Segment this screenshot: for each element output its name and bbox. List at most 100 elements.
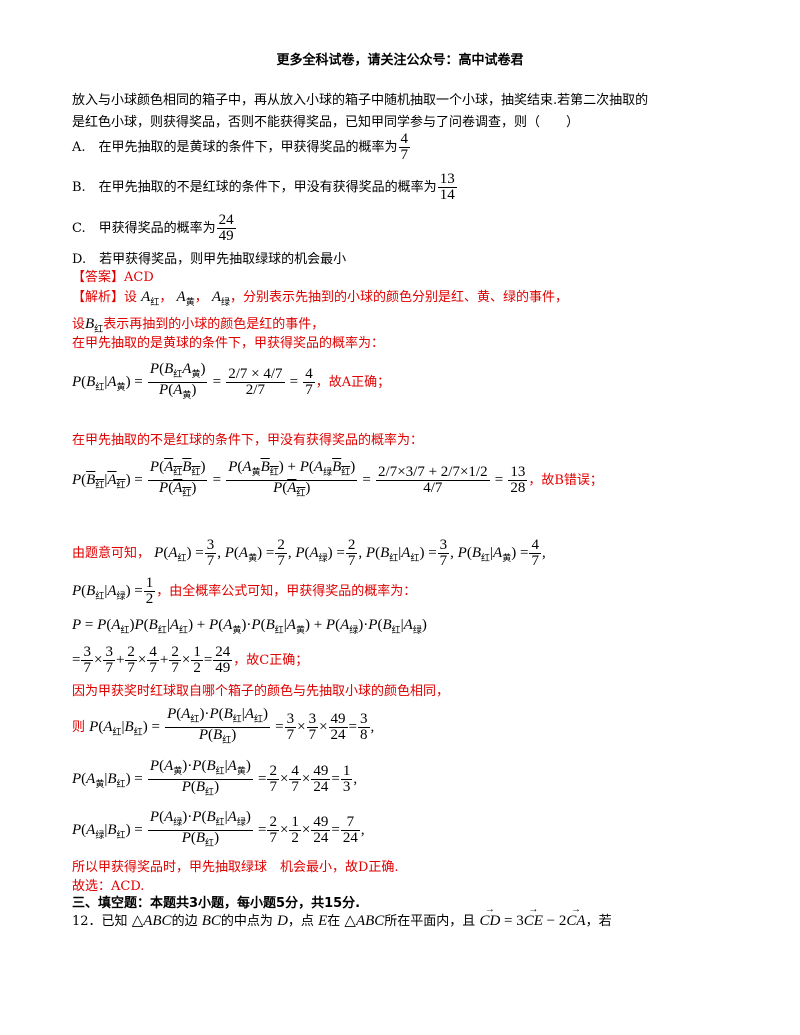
- math: ×: [301, 771, 311, 787]
- math: ×: [297, 719, 306, 735]
- math: A绿: [211, 289, 231, 307]
- fraction: P(A绿)·P(B红|A绿)P(B红): [147, 809, 253, 848]
- math: P(A红|B红) =: [89, 719, 160, 737]
- analysis-line-5: 在甲先抽取的不是红球的条件下，甲没有获得奖品的概率为：: [72, 433, 424, 448]
- math: △ABC: [131, 913, 172, 929]
- math: =: [362, 472, 371, 488]
- text: ，若: [585, 914, 612, 929]
- math: ,: [360, 822, 365, 838]
- text: ，分别表示先抽到的小球的颜色分别是红、黄、绿的事件，: [230, 290, 569, 305]
- math: P(A黄|B红) =: [72, 771, 143, 789]
- math: =: [331, 771, 340, 787]
- math: A红: [141, 289, 160, 307]
- math: =: [275, 719, 284, 735]
- question-12: 12．已知 △ABC的边 BC的中点为 D，点 E在 △ABC所在平面内，且 C…: [72, 902, 612, 930]
- text: 由题意可知，: [72, 546, 151, 561]
- math: ,: [541, 545, 546, 561]
- text: 的中点为: [220, 914, 273, 929]
- fraction: P(A黄B红) + P(A绿B红)P(A红): [226, 459, 358, 498]
- math: =: [331, 822, 340, 838]
- math: ,: [353, 771, 358, 787]
- math: E: [318, 913, 328, 929]
- math: , P(A黄) =: [217, 545, 275, 563]
- option-d: D. 若甲获得奖品，则甲先抽取绿球的机会最小: [72, 252, 347, 267]
- page-header: 更多全科试卷，请关注公众号：高中试卷君: [276, 53, 524, 68]
- math: △ABC: [344, 913, 385, 929]
- intro-line-2: 是红色小球，则获得奖品，否则不能获得奖品，已知甲同学参与了问卷调查，则（ ）: [72, 115, 580, 130]
- math: ,: [370, 719, 375, 735]
- text: 在: [327, 914, 341, 929]
- denominator: 49: [218, 228, 234, 244]
- math: =: [289, 374, 299, 390]
- math: D: [277, 913, 288, 929]
- math: P(B红|A黄) =: [72, 374, 143, 392]
- analysis-line-11: 因为甲获奖时红球取自哪个箱子的颜色与先抽取小球的颜色相同，: [72, 684, 450, 699]
- math: ×: [301, 822, 311, 838]
- text: ，故B错误；: [528, 473, 603, 488]
- math: ×: [93, 652, 103, 668]
- text: ，由全概率公式可知，甲获得奖品的概率为：: [156, 584, 417, 599]
- math: P(B红|A绿) =: [72, 583, 143, 601]
- text: 12．已知: [72, 914, 128, 929]
- text: ，: [159, 290, 173, 305]
- answer-line: 【答案】ACD: [72, 270, 154, 285]
- fraction: P(A红)·P(B红|A红)P(B红): [165, 706, 270, 745]
- option-c-text: C. 甲获得奖品的概率为: [72, 221, 216, 236]
- math: ×: [181, 652, 191, 668]
- math: =: [72, 652, 81, 668]
- fraction: P(B红A黄)P(A黄): [147, 361, 208, 400]
- math: =: [212, 374, 222, 390]
- text: 设: [124, 290, 138, 305]
- math: ×: [279, 822, 289, 838]
- text: 设: [72, 317, 86, 332]
- analysis-line-3: 在甲先抽取的是黄球的条件下，甲获得奖品的概率为：: [72, 336, 385, 351]
- formula-line-9: P = P(A红)P(B红|A红) + P(A黄)·P(B红|A黄) + P(A…: [72, 617, 427, 638]
- numerator: 24: [216, 212, 236, 229]
- numerator: 4: [398, 131, 411, 148]
- option-a-text: A. 在甲先抽取的是黄球的条件下，甲获得奖品的概率为: [72, 140, 398, 155]
- fraction: P(A黄)·P(B红|A黄)P(B红): [147, 758, 253, 797]
- text: ，故C正确；: [233, 653, 309, 668]
- math: P(B红|A红) =: [72, 472, 143, 490]
- numerator: 13: [437, 171, 457, 188]
- math: ×: [319, 719, 328, 735]
- math: =: [257, 822, 267, 838]
- analysis-line-15: 所以甲获得奖品时，甲先抽取绿球 机会最小，故D正确.: [72, 860, 399, 875]
- math: P(A红) =: [154, 545, 204, 563]
- text: 表示再抽到的小球的颜色是红的事件，: [103, 317, 325, 332]
- fraction: P(A红B红)P(A红): [147, 459, 208, 498]
- option-b-text: B. 在甲先抽取的不是红球的条件下，甲没有获得奖品的概率为: [72, 180, 437, 195]
- analysis-line-1: 【解析】设 A红， A黄， A绿，分别表示先抽到的小球的颜色分别是红、黄、绿的事…: [72, 289, 568, 310]
